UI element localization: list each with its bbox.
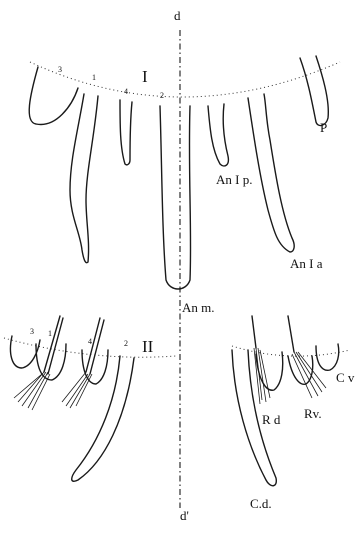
p-label: P bbox=[320, 120, 327, 135]
an-m-label: An m. bbox=[182, 300, 215, 315]
axis-bottom-label: d' bbox=[180, 508, 189, 523]
section-2-num-3: 3 bbox=[30, 327, 34, 336]
section-1-structure-4 bbox=[120, 100, 132, 165]
section-2-rv-stem bbox=[288, 316, 294, 352]
section-1-roman-label: I bbox=[142, 67, 148, 86]
section-2-num-4: 4 bbox=[88, 337, 92, 346]
section-2-cv-loop bbox=[316, 344, 339, 370]
section-1-central-appendage bbox=[160, 106, 191, 289]
section-2-left-long-appendage bbox=[72, 356, 134, 481]
section-1-p-appendage bbox=[300, 56, 328, 125]
section-1-an-ia-appendage bbox=[248, 94, 294, 252]
section-1-an-ip-appendage bbox=[208, 104, 228, 166]
rv-label: Rv. bbox=[304, 406, 322, 421]
section-2-num-2: 2 bbox=[124, 339, 128, 348]
section-2-rv-fan bbox=[292, 352, 326, 398]
section-1-structure-1 bbox=[70, 94, 98, 263]
axis-top-label: d bbox=[174, 8, 181, 23]
section-2-arc-right bbox=[232, 346, 350, 356]
cv-label: C v bbox=[336, 370, 355, 385]
section-1-num-2: 2 bbox=[160, 91, 164, 100]
section-2-rv-loop bbox=[288, 356, 313, 384]
section-2-bristle-stem-a bbox=[44, 316, 63, 374]
section-1-num-3: 3 bbox=[58, 65, 62, 74]
section-2-roman-label: II bbox=[142, 337, 154, 356]
cd-label: C.d. bbox=[250, 496, 272, 511]
section-2-bristle-stem-b bbox=[86, 318, 104, 374]
section-1-num-1: 1 bbox=[92, 73, 96, 82]
an-ip-label: An I p. bbox=[216, 172, 252, 187]
section-1-num-4: 4 bbox=[124, 87, 128, 96]
section-2-num-1: 1 bbox=[48, 329, 52, 338]
section-2-rd-stem bbox=[252, 316, 256, 348]
an-ia-label: An I a bbox=[290, 256, 323, 271]
rd-label: R d bbox=[262, 412, 281, 427]
section-1-structure-3 bbox=[29, 67, 78, 124]
